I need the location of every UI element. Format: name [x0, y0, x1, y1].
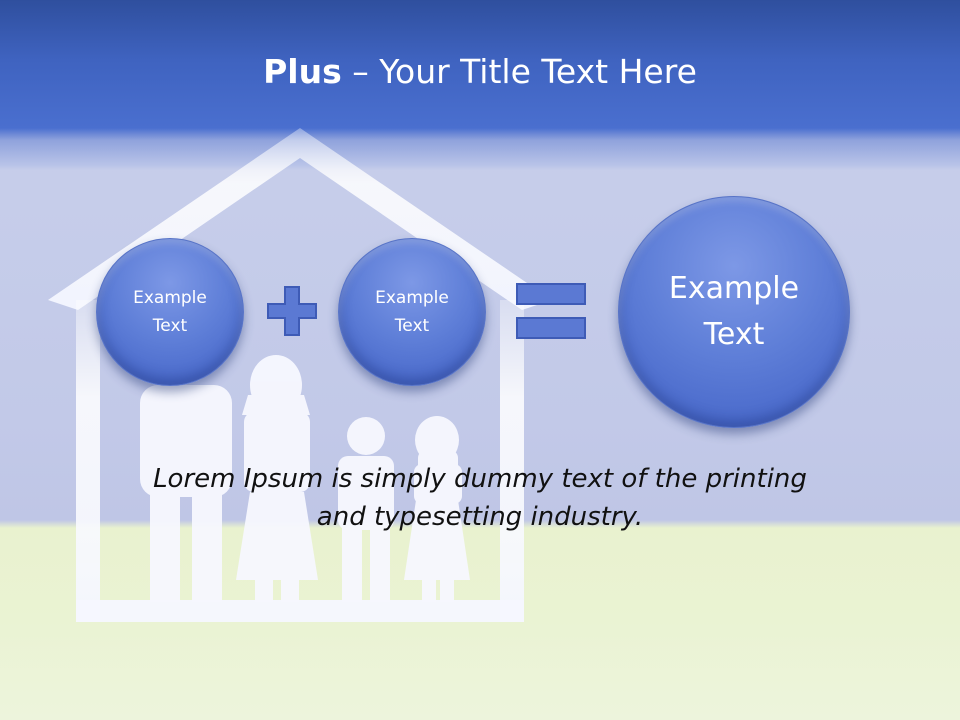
circle-result-label: Example Text [668, 271, 800, 352]
circle-middle[interactable]: Example Text [338, 238, 486, 386]
equals-bottom-bar [516, 317, 586, 339]
equals-top-bar [516, 283, 586, 305]
title-bold: Plus [263, 52, 342, 91]
circle-result[interactable]: Example Text [618, 196, 850, 428]
slide-title: Plus – Your Title Text Here [0, 52, 960, 91]
circle-middle-label: Example Text [375, 288, 449, 336]
boy-figure [338, 417, 394, 602]
father-figure [140, 385, 232, 602]
house-right-wall [500, 300, 524, 622]
house-left-wall [76, 300, 100, 622]
title-rest: – Your Title Text Here [341, 52, 697, 91]
mother-figure [236, 355, 318, 602]
house-floor [76, 600, 524, 622]
circle-left-label: Example Text [133, 288, 207, 336]
title-banner [0, 0, 960, 170]
circle-left[interactable]: Example Text [96, 238, 244, 386]
girl-figure [404, 416, 470, 602]
plus-icon [267, 286, 317, 336]
body-text: Lorem Ipsum is simply dummy text of the … [153, 464, 807, 532]
equals-icon [516, 283, 586, 341]
